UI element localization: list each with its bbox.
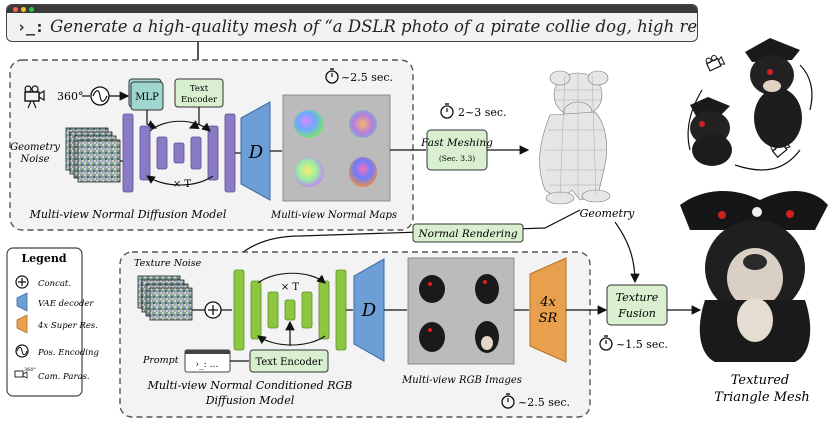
- prompt-label: Prompt: [142, 355, 179, 366]
- close-dot-icon: [13, 6, 18, 12]
- positional-encoding-icon: [90, 86, 110, 106]
- terminal-icon: ›_:: [17, 18, 45, 36]
- normal-maps-label: Multi-view Normal Maps: [270, 210, 397, 221]
- stopwatch-icon: [501, 393, 515, 409]
- text-encoder-line2: Encoder: [181, 95, 218, 105]
- pos-encoding-legend-icon: [15, 344, 29, 358]
- normal-rendering-label: Normal Rendering: [417, 228, 517, 240]
- mesh-wireframe: [545, 73, 606, 198]
- geometry-noise-label-2: Noise: [19, 154, 49, 165]
- times-t-label-2: × T: [281, 282, 300, 293]
- decoder-label-2: D: [361, 300, 377, 321]
- prompt-box-text: ›_: …: [196, 360, 219, 370]
- pirate-dog-view-2: [690, 97, 732, 166]
- vae-decoder-2: [353, 258, 385, 362]
- texture-fusion-line1: Texture: [616, 291, 659, 304]
- legend-title: Legend: [21, 252, 66, 265]
- textured-mesh-render: [680, 190, 828, 362]
- text-encoder-label-2: Text Encoder: [255, 357, 322, 368]
- angle-label: 360°: [57, 90, 84, 103]
- geometry-mesh: [539, 70, 611, 205]
- times-t-label: × T: [173, 179, 192, 190]
- sr-label-1: 4x: [539, 295, 556, 310]
- normal-maps-panel: [282, 94, 391, 202]
- sr-label-2: SR: [539, 311, 558, 326]
- concat-icon: [204, 301, 222, 319]
- prompt-bar: ›_: Generate a high-quality mesh of “a DS…: [6, 4, 698, 42]
- prompt-text: Generate a high-quality mesh of “a DSLR …: [50, 17, 698, 36]
- terminal-titlebar: [7, 5, 697, 13]
- output-label-2: Triangle Mesh: [714, 390, 810, 405]
- camera-icon: [24, 85, 45, 109]
- fast-meshing-sub: (Sec. 3.3): [439, 154, 475, 163]
- fusion-time: ~1.5 sec.: [616, 338, 668, 351]
- rgb-unet: [233, 269, 347, 351]
- stage1-model-label: Multi-view Normal Diffusion Model: [29, 208, 227, 221]
- camera-legend-icon: [14, 370, 28, 379]
- mlp-label: MLP: [135, 92, 159, 103]
- text-encoder-line1: Text: [190, 84, 209, 94]
- decoder-label-1: D: [248, 142, 264, 163]
- geometry-noise-label-1: Geometry: [10, 142, 60, 153]
- vae-decoder-legend-icon: [16, 292, 28, 312]
- stage2-time: ~2.5 sec.: [518, 396, 570, 409]
- stage1-time: ~2.5 sec.: [341, 71, 393, 84]
- geometry-label: Geometry: [580, 207, 636, 220]
- legend-item-cam: Cam. Paras.: [38, 372, 90, 382]
- normal-rendering-box: [412, 223, 524, 243]
- orbit-arc-left: [687, 89, 703, 151]
- texture-fusion-line2: Fusion: [617, 307, 656, 320]
- stopwatch-icon: [440, 103, 454, 119]
- stopwatch-icon: [325, 68, 339, 84]
- rgb-dog-thumbnails: [419, 274, 499, 353]
- texture-noise-stack: [137, 275, 193, 321]
- legend-item-vae: VAE decoder: [38, 299, 94, 309]
- pirate-dog-view-1: [745, 38, 802, 148]
- prompt-line: ›_: Generate a high-quality mesh of “a DS…: [17, 17, 698, 36]
- output-label-1: Textured: [731, 373, 790, 388]
- orbit-arc-bottom: [734, 149, 801, 171]
- super-res-block: [529, 257, 567, 363]
- normal-unet: [122, 113, 236, 193]
- orbit-arc-right: [799, 64, 813, 111]
- meshing-time: 2~3 sec.: [458, 106, 507, 119]
- minimize-dot-icon: [21, 6, 26, 12]
- legend-item-pos: Pos. Encoding: [37, 348, 99, 358]
- stage2-model-label-2: Diffusion Model: [205, 394, 295, 407]
- texture-fusion-box: [606, 284, 668, 326]
- rgb-images-label: Multi-view RGB Images: [401, 375, 522, 386]
- texture-noise-label: Texture Noise: [134, 258, 202, 269]
- fast-meshing-box: [426, 129, 488, 171]
- legend-cam-angle: 360°: [24, 367, 37, 373]
- stage2-model-label-1: Multi-view Normal Conditioned RGB: [147, 379, 353, 392]
- camera-icon: [705, 55, 726, 72]
- legend-item-concat: Concat.: [38, 279, 71, 289]
- geometry-noise-stack: [65, 127, 121, 183]
- text-encoder-box-2: [249, 349, 329, 373]
- super-res-legend-icon: [16, 314, 28, 334]
- concat-icon: [15, 275, 29, 289]
- stopwatch-icon: [599, 335, 613, 351]
- legend-item-sr: 4x Super Res.: [37, 321, 98, 331]
- normal-map-thumbnails: [294, 110, 377, 187]
- vae-decoder-1: [240, 101, 271, 201]
- fast-meshing-title: Fast Meshing: [420, 137, 493, 149]
- maximize-dot-icon: [29, 6, 34, 12]
